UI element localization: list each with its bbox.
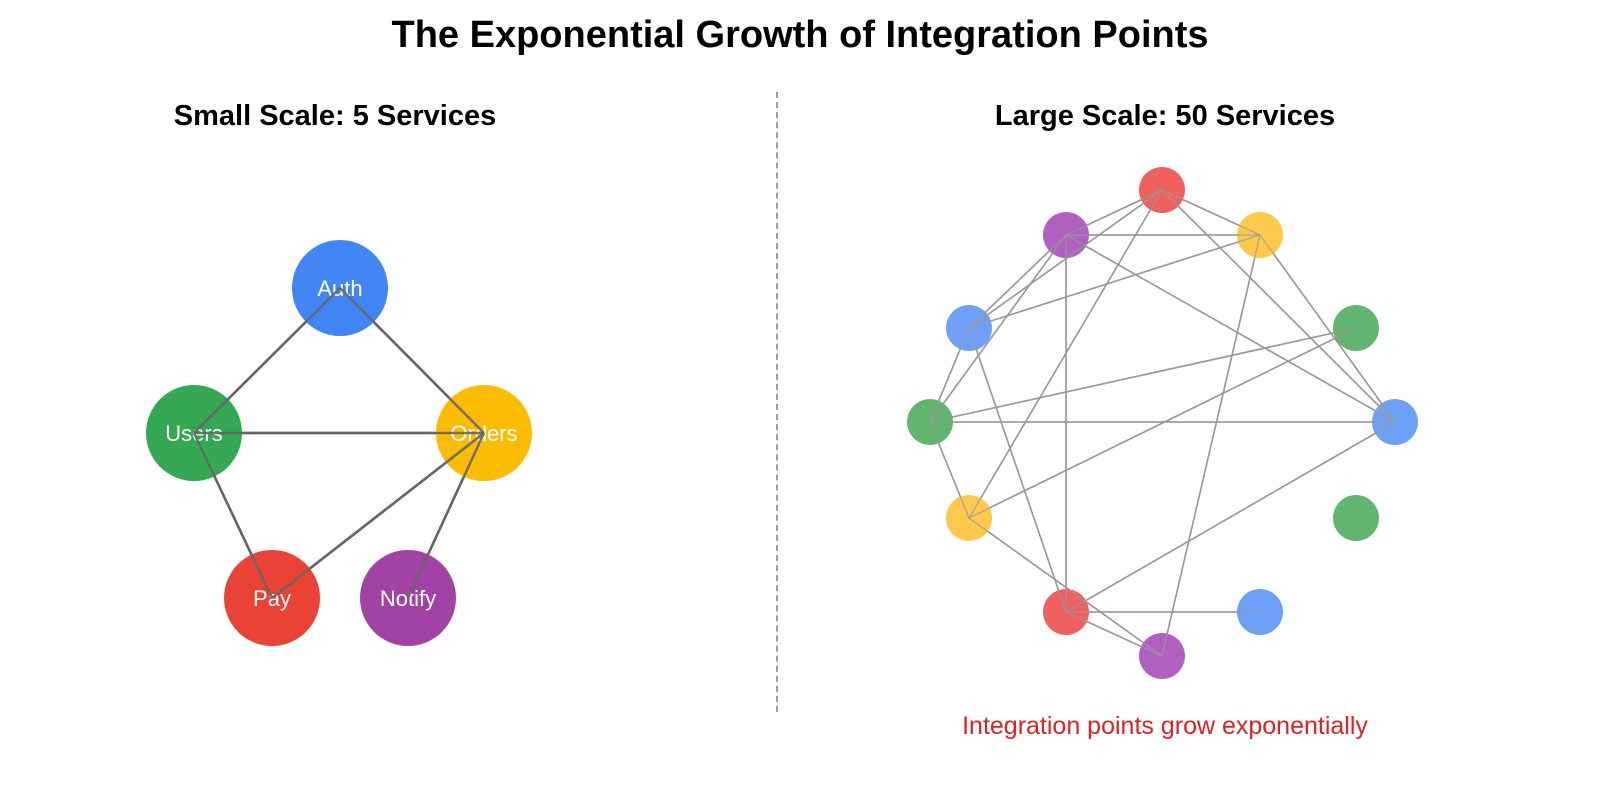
- edge-overlay: [968, 234, 1261, 329]
- edge-overlay: [271, 432, 485, 599]
- edge-overlay: [1065, 234, 1396, 423]
- edge-overlay: [1161, 189, 1261, 236]
- edge-overlay: [1259, 234, 1396, 423]
- edge-overlay: [1161, 189, 1396, 423]
- small-scale-title: Small Scale: 5 Services: [173, 100, 497, 132]
- edge-overlay: [929, 327, 1357, 423]
- edge-overlay: [968, 234, 1067, 329]
- edge-overlay: [192, 432, 274, 599]
- edge-overlay: [1161, 234, 1261, 657]
- service-label: Pay: [253, 586, 291, 611]
- service-label: Notify: [380, 586, 436, 611]
- edge-overlay: [406, 432, 486, 599]
- edge-overlay: [1065, 611, 1163, 657]
- edge-overlay: [1065, 189, 1163, 236]
- service-node-n9: [1333, 495, 1379, 541]
- edge-overlay: [1065, 421, 1396, 613]
- large-scale-title: Large Scale: 50 Services: [994, 100, 1336, 132]
- edge-overlay: [968, 517, 1163, 657]
- growth-caption: Integration points grow exponentially: [962, 712, 1368, 740]
- edge-overlay: [929, 327, 970, 423]
- edge-overlay: [193, 287, 341, 434]
- edge-overlay: [968, 327, 1067, 613]
- edge-overlay: [929, 234, 1067, 423]
- edge-overlay: [968, 327, 1357, 519]
- diagram-title: The Exponential Growth of Integration Po…: [391, 14, 1209, 56]
- large-scale-nodes: [907, 167, 1418, 679]
- edge-overlay: [339, 287, 485, 434]
- edge-overlay: [929, 421, 970, 519]
- panel-divider: [776, 92, 778, 712]
